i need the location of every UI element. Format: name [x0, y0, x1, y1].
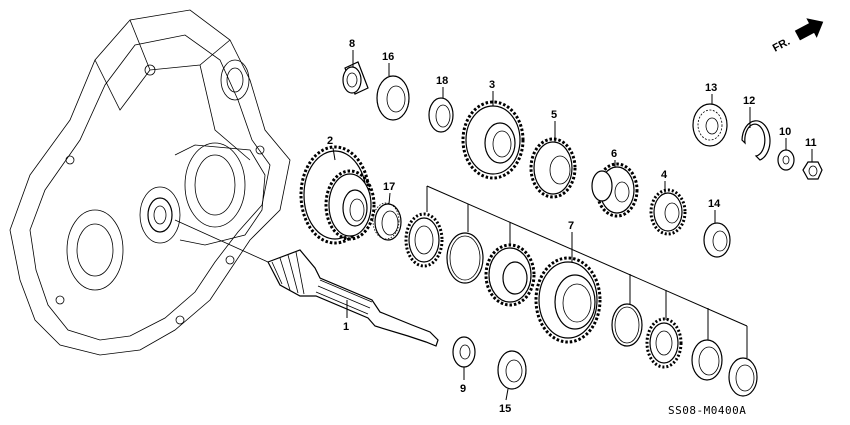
- bearing-15: [497, 350, 527, 390]
- orientation-indicator: FR.: [771, 18, 824, 55]
- ring-18: [428, 97, 454, 133]
- callout-14: 14: [708, 198, 721, 210]
- washer-10: [777, 149, 795, 171]
- callout-16: 16: [382, 51, 394, 63]
- assembly-bracket: [426, 185, 748, 358]
- callout-17: 17: [383, 181, 395, 193]
- transmission-housing: [9, 9, 291, 356]
- synchro-ring-c: [691, 339, 723, 381]
- leader-lines: [332, 50, 813, 401]
- callout-8: 8: [349, 38, 355, 50]
- orientation-label: FR.: [771, 36, 792, 55]
- arrow-up-right-icon: [794, 18, 824, 41]
- mainshaft: [174, 219, 439, 347]
- snap-ring-12: [741, 120, 771, 161]
- synchro-ring-d: [728, 357, 758, 397]
- bearing-16: [376, 75, 410, 121]
- gear-5: [529, 137, 577, 199]
- snap-ring-b: [611, 303, 643, 347]
- synchro-ring-b: [645, 317, 683, 369]
- bearing-14: [703, 222, 731, 258]
- synchro-ring-a: [404, 212, 444, 268]
- callout-7: 7: [568, 220, 574, 232]
- callout-5: 5: [551, 109, 557, 121]
- callout-11: 11: [805, 137, 817, 149]
- callout-18: 18: [436, 75, 448, 87]
- snap-ring-a: [446, 232, 484, 284]
- callout-12: 12: [743, 95, 755, 107]
- bearing-17: [372, 202, 402, 241]
- gear-7: [534, 256, 602, 344]
- callout-3: 3: [489, 79, 495, 91]
- callout-6: 6: [611, 148, 617, 160]
- callout-10: 10: [779, 126, 791, 138]
- callout-4: 4: [661, 169, 668, 181]
- gear-4: [649, 188, 687, 236]
- washer-9: [452, 336, 476, 368]
- callout-15: 15: [499, 403, 511, 415]
- gear-3: [461, 100, 525, 180]
- nut-11: [802, 161, 823, 180]
- callout-9: 9: [460, 383, 466, 395]
- diagram-code: SS08-M0400A: [668, 404, 746, 417]
- synchro-hub: [484, 243, 536, 307]
- bushing-8: [342, 61, 369, 95]
- gear-6: [591, 162, 639, 218]
- callout-13: 13: [705, 82, 717, 94]
- callout-2: 2: [327, 135, 333, 147]
- gear-2: [299, 145, 376, 245]
- callout-1: 1: [343, 321, 349, 333]
- bearing-13: [692, 103, 728, 147]
- callouts: 1 2 3 4 5 6 7 8 9 10 11 12 13 14 15 16 1…: [327, 38, 817, 415]
